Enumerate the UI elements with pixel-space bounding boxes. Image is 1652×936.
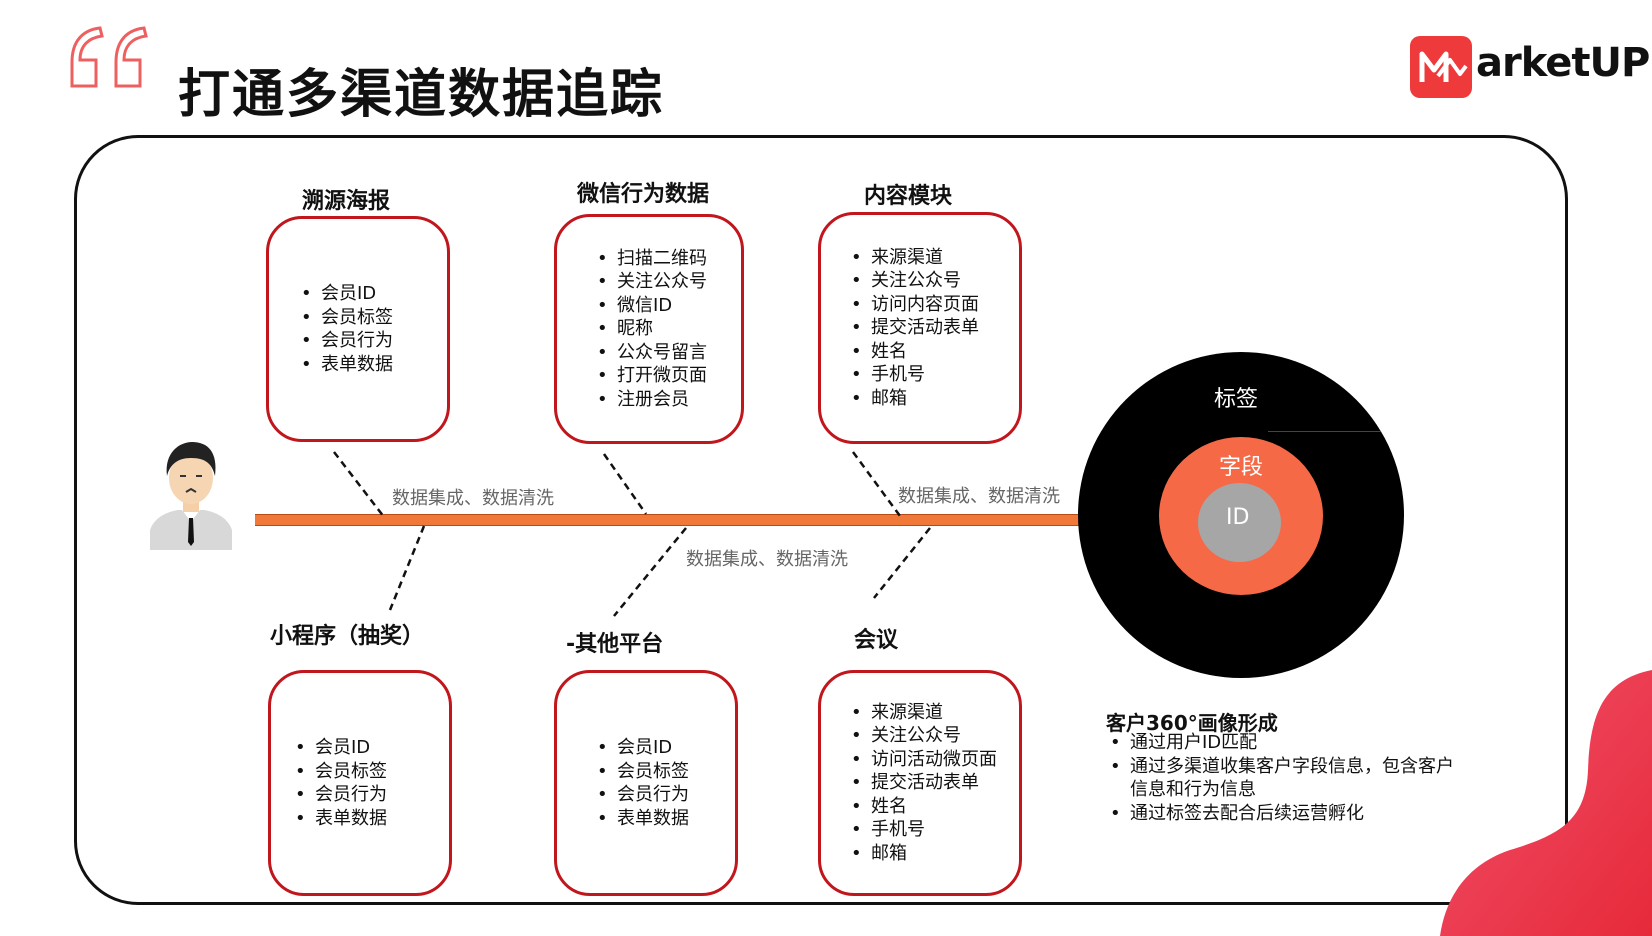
m-logo-icon xyxy=(1410,36,1472,98)
list-item: 关注公众号 xyxy=(851,269,1019,293)
list-item: 会员ID xyxy=(295,736,449,760)
decorative-blob xyxy=(1440,670,1652,936)
list-item: 会员行为 xyxy=(597,783,735,807)
channel-box-wechat: 扫描二维码 关注公众号 微信ID 昵称 公众号留言 打开微页面 注册会员 xyxy=(554,214,744,444)
list-item: 会员ID xyxy=(301,282,447,306)
list-item: 会员标签 xyxy=(301,306,447,330)
list-item: 通过标签去配合后续运营孵化 xyxy=(1110,802,1456,826)
channel-title-miniprogram: 小程序（抽奖） xyxy=(270,624,425,649)
list-item: 姓名 xyxy=(851,340,1019,364)
list-item: 手机号 xyxy=(851,818,1019,842)
channel-title-poster: 溯源海报 xyxy=(302,189,391,214)
list-item: 关注公众号 xyxy=(851,724,1019,748)
list-item: 姓名 xyxy=(851,795,1019,819)
list-item: 公众号留言 xyxy=(597,341,741,365)
quote-mark-icon xyxy=(70,26,148,88)
list-item: 来源渠道 xyxy=(851,246,1019,270)
list-item: 会员ID xyxy=(597,736,735,760)
list-item: 会员标签 xyxy=(597,760,735,784)
channel-box-miniprogram: 会员ID 会员标签 会员行为 表单数据 xyxy=(268,670,452,896)
channel-list-wechat: 扫描二维码 关注公众号 微信ID 昵称 公众号留言 打开微页面 注册会员 xyxy=(557,247,741,412)
channel-list-meeting: 来源渠道 关注公众号 访问活动微页面 提交活动表单 姓名 手机号 邮箱 xyxy=(821,701,1019,866)
list-item: 表单数据 xyxy=(295,807,449,831)
channel-box-meeting: 来源渠道 关注公众号 访问活动微页面 提交活动表单 姓名 手机号 邮箱 xyxy=(818,670,1022,896)
channel-list-other: 会员ID 会员标签 会员行为 表单数据 xyxy=(557,736,735,830)
list-item: 邮箱 xyxy=(851,387,1019,411)
channel-box-content: 来源渠道 关注公众号 访问内容页面 提交活动表单 姓名 手机号 邮箱 xyxy=(818,212,1022,444)
customer-avatar xyxy=(150,442,232,550)
list-item: 通过多渠道收集客户字段信息，包含客户信息和行为信息 xyxy=(1110,755,1456,802)
list-item: 通过用户ID匹配 xyxy=(1110,731,1456,755)
data-flow-axis xyxy=(255,514,1081,526)
list-item: 会员行为 xyxy=(295,783,449,807)
list-item: 访问活动微页面 xyxy=(851,748,1019,772)
list-item: 提交活动表单 xyxy=(851,771,1019,795)
channel-title-meeting: 会议 xyxy=(854,628,899,653)
list-item: 会员标签 xyxy=(295,760,449,784)
list-item: 表单数据 xyxy=(597,807,735,831)
list-item: 微信ID xyxy=(597,294,741,318)
list-item: 提交活动表单 xyxy=(851,316,1019,340)
circle-label-tag: 标签 xyxy=(1214,387,1259,412)
list-item: 邮箱 xyxy=(851,842,1019,866)
cleaning-label-2: 数据集成、数据清洗 xyxy=(898,486,1060,507)
circle-label-id: ID xyxy=(1226,505,1250,530)
summary-list: 通过用户ID匹配 通过多渠道收集客户字段信息，包含客户信息和行为信息 通过标签去… xyxy=(1106,731,1456,825)
list-item: 访问内容页面 xyxy=(851,293,1019,317)
channel-list-content: 来源渠道 关注公众号 访问内容页面 提交活动表单 姓名 手机号 邮箱 xyxy=(821,246,1019,411)
channel-box-poster: 会员ID 会员标签 会员行为 表单数据 xyxy=(266,216,450,442)
channel-title-other: -其他平台 xyxy=(566,632,664,657)
channel-box-other: 会员ID 会员标签 会员行为 表单数据 xyxy=(554,670,738,896)
logo-text: arketUP xyxy=(1476,40,1650,86)
cleaning-label-3: 数据集成、数据清洗 xyxy=(686,549,848,570)
channel-title-content: 内容模块 xyxy=(864,184,953,209)
cleaning-label-1: 数据集成、数据清洗 xyxy=(392,488,554,509)
list-item: 关注公众号 xyxy=(597,270,741,294)
channel-list-miniprogram: 会员ID 会员标签 会员行为 表单数据 xyxy=(271,736,449,830)
brand-logo: arketUP xyxy=(1410,36,1650,100)
list-item: 来源渠道 xyxy=(851,701,1019,725)
list-item: 扫描二维码 xyxy=(597,247,741,271)
list-item: 注册会员 xyxy=(597,388,741,412)
list-item: 手机号 xyxy=(851,363,1019,387)
profile-circle-inner xyxy=(1198,483,1281,562)
list-item: 表单数据 xyxy=(301,353,447,377)
channel-list-poster: 会员ID 会员标签 会员行为 表单数据 xyxy=(269,282,447,376)
list-item: 打开微页面 xyxy=(597,364,741,388)
list-item: 昵称 xyxy=(597,317,741,341)
circle-label-field: 字段 xyxy=(1219,455,1264,480)
channel-title-wechat: 微信行为数据 xyxy=(577,182,710,207)
diagram-frame xyxy=(74,135,1568,905)
page-title: 打通多渠道数据追踪 xyxy=(178,65,665,125)
list-item: 会员行为 xyxy=(301,329,447,353)
outer-divider xyxy=(1268,431,1404,432)
